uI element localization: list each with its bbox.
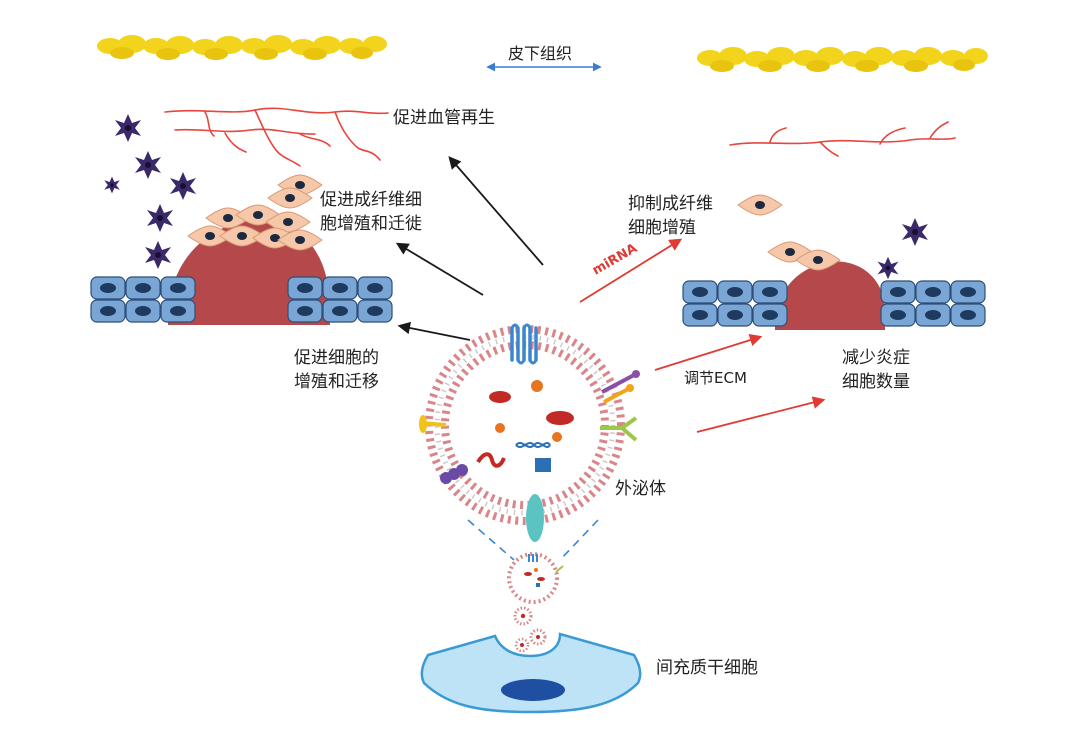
- cell-proliferation-line-1: 促进细胞的: [294, 348, 379, 368]
- cell-proliferation-line-2: 增殖和迁移: [294, 372, 379, 392]
- fat-layer-left: [97, 35, 387, 60]
- subcutaneous-label: 皮下组织: [508, 44, 573, 63]
- fibroblast-promote-line-2: 胞增殖和迁徙: [320, 214, 422, 234]
- inflammation-label: 减少炎症 细胞数量: [842, 346, 910, 394]
- small-exosome: [507, 552, 564, 604]
- tiny-exosomes: [513, 606, 547, 653]
- black-arrows: [395, 156, 544, 341]
- fibroblast-promote-line-1: 促进成纤维细: [320, 190, 422, 210]
- blood-vessels-right: [729, 121, 956, 157]
- fibroblasts-right: [737, 194, 841, 271]
- inflammation-line-2: 细胞数量: [842, 372, 910, 392]
- inflammatory-cells-left: [104, 114, 196, 269]
- wound-right: [775, 261, 885, 330]
- msc-label: 间充质干细胞: [656, 658, 758, 678]
- ecm-label: 调节ECM: [684, 369, 747, 387]
- angiogenesis-label: 促进血管再生: [393, 108, 495, 128]
- fibroblast-inhibit-line-1: 抑制成纤维: [628, 194, 713, 214]
- fibroblast-promote-label: 促进成纤维细 胞增殖和迁徙: [320, 188, 422, 236]
- inflammatory-cells-right: [877, 218, 928, 280]
- red-arrows: [579, 238, 826, 433]
- exosome-label: 外泌体: [615, 479, 666, 499]
- blood-vessels-left: [164, 107, 389, 167]
- fibroblast-inhibit-line-2: 细胞增殖: [628, 218, 696, 238]
- mesenchymal-stem-cell: [420, 632, 642, 714]
- cell-proliferation-label: 促进细胞的 增殖和迁移: [294, 346, 379, 394]
- fat-layer-right: [697, 47, 988, 72]
- fibroblast-inhibit-label: 抑制成纤维 细胞增殖: [628, 192, 713, 240]
- fibroblasts-on-wound-left: [187, 174, 323, 251]
- exosome: [419, 323, 640, 542]
- zoom-lines: [467, 519, 599, 561]
- inflammation-line-1: 减少炎症: [842, 348, 910, 368]
